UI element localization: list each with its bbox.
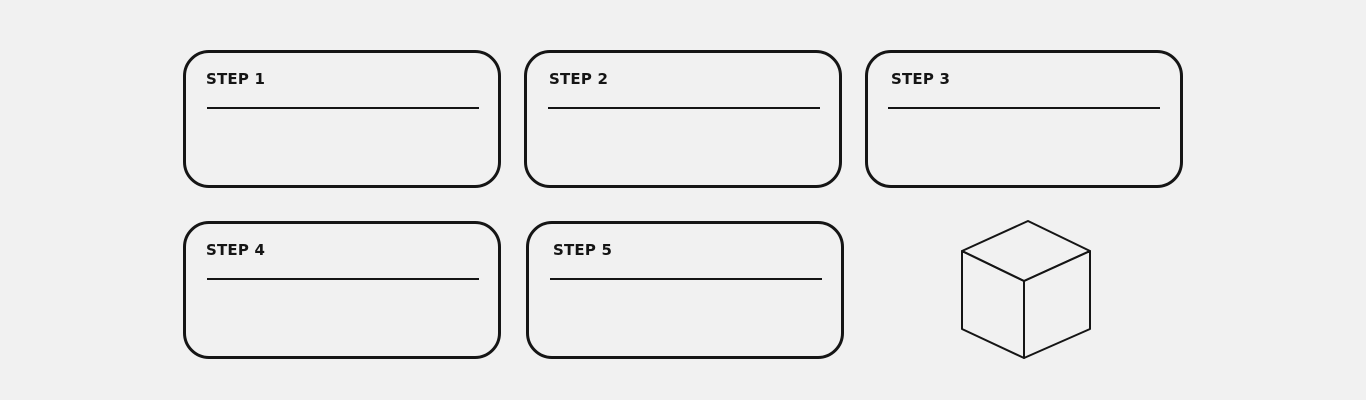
cube-top-face xyxy=(961,220,1091,282)
step-card-2: STEP 2 xyxy=(524,50,842,188)
step-divider xyxy=(548,107,820,109)
step-divider xyxy=(888,107,1160,109)
step-card-5: STEP 5 xyxy=(526,221,844,359)
step-divider xyxy=(550,278,822,280)
step-card-4: STEP 4 xyxy=(183,221,501,359)
step-card-1: STEP 1 xyxy=(183,50,501,188)
cube-right-face xyxy=(1023,250,1091,359)
cube-left-face xyxy=(961,250,1025,359)
step-title: STEP 2 xyxy=(549,70,609,88)
step-title: STEP 1 xyxy=(206,70,266,88)
step-title: STEP 5 xyxy=(553,241,613,259)
step-divider xyxy=(207,107,479,109)
cube-icon xyxy=(961,220,1091,359)
step-card-3: STEP 3 xyxy=(865,50,1183,188)
step-divider xyxy=(207,278,479,280)
step-title: STEP 4 xyxy=(206,241,266,259)
step-title: STEP 3 xyxy=(891,70,951,88)
